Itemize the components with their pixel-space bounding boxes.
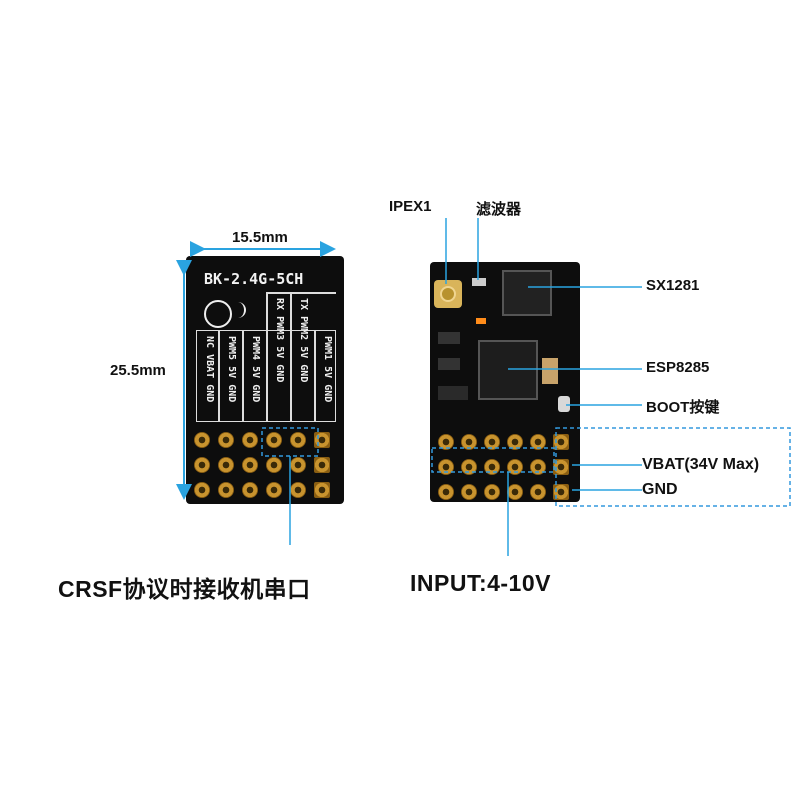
pin-label: TX <box>298 298 309 311</box>
solder-pad <box>484 434 500 450</box>
pin-label-col-1: NC VBAT GND <box>202 336 216 402</box>
solder-pad <box>438 434 454 450</box>
solder-pad <box>290 432 306 448</box>
grid-divider <box>266 292 336 294</box>
wireless-icon <box>232 302 246 318</box>
pin-label: GND <box>226 384 237 403</box>
led <box>476 318 486 324</box>
boot-label: BOOT按键 <box>646 399 720 416</box>
solder-pad <box>218 432 234 448</box>
ipex-label: IPEX1 <box>389 198 432 215</box>
solder-pad <box>530 434 546 450</box>
solder-pad <box>438 484 454 500</box>
input-pads-box <box>431 447 555 473</box>
vbat-label: VBAT(34V Max) <box>642 456 760 473</box>
pin-label: PWM3 <box>274 316 285 341</box>
solder-pad <box>507 434 523 450</box>
right-caption: INPUT:4-10V <box>410 570 551 596</box>
grid-divider <box>314 330 316 422</box>
pin-label: PWM2 <box>298 316 309 341</box>
solder-pad <box>218 482 234 498</box>
pin-label: NC <box>204 336 215 349</box>
component <box>438 332 460 344</box>
pin-label-col-3: PWM4 5V GND <box>248 336 262 402</box>
left-caption: CRSF协议时接收机串口 <box>58 576 311 602</box>
grid-divider <box>242 330 244 422</box>
pin-label-col-6: PWM1 5V GND <box>320 336 334 402</box>
pin-label: PWM5 <box>226 336 237 361</box>
height-dimension: 25.5mm <box>110 362 166 379</box>
pin-label: 5V <box>250 366 261 379</box>
pin-label-col-5: TX PWM2 5V GND <box>296 298 310 382</box>
solder-pad <box>266 482 282 498</box>
serial-pads-box <box>261 427 319 457</box>
grid-divider <box>218 330 220 422</box>
ipex-connector <box>434 280 462 308</box>
esp8285-label: ESP8285 <box>646 359 710 376</box>
pin-label: 5V <box>298 346 309 359</box>
pin-label: PWM4 <box>250 336 261 361</box>
pin-label: GND <box>204 384 215 403</box>
solder-pad <box>194 432 210 448</box>
sx1281-chip <box>502 270 552 316</box>
pin-label: GND <box>274 364 285 383</box>
esp8285-chip <box>478 340 538 400</box>
pin-label: 5V <box>226 366 237 379</box>
solder-pad <box>507 459 523 475</box>
solder-pad <box>461 434 477 450</box>
pin-label: GND <box>250 384 261 403</box>
solder-pad <box>290 482 306 498</box>
pin-label: 5V <box>322 366 333 379</box>
solder-pad <box>553 459 569 475</box>
solder-pad <box>484 459 500 475</box>
logo-icon <box>204 300 232 328</box>
solder-pad <box>530 459 546 475</box>
solder-pad <box>314 482 330 498</box>
filter-label: 滤波器 <box>476 201 522 218</box>
pin-label: GND <box>298 364 309 383</box>
grid-divider <box>290 292 292 422</box>
solder-pad <box>194 457 210 473</box>
solder-pad <box>242 432 258 448</box>
board-title: BK-2.4G-5CH <box>204 270 304 288</box>
right-pcb-board <box>430 262 580 502</box>
solder-pad <box>218 457 234 473</box>
pin-label: VBAT <box>204 354 215 379</box>
pin-label-col-2: PWM5 5V GND <box>224 336 238 402</box>
solder-pad <box>266 432 282 448</box>
solder-pad <box>507 484 523 500</box>
pin-label-col-4: RX PWM3 5V GND <box>272 298 286 382</box>
component <box>438 358 460 370</box>
solder-pad <box>266 457 282 473</box>
pin-label: PWM1 <box>322 336 333 361</box>
pin-label: GND <box>322 384 333 403</box>
pin-label: 5V <box>274 346 285 359</box>
solder-pad <box>194 482 210 498</box>
power-pads-box <box>555 427 791 507</box>
left-pcb-board: BK-2.4G-5CH NC VBAT GND PWM5 5V GND PWM4… <box>186 256 344 504</box>
grid-divider <box>266 292 268 422</box>
solder-pad <box>484 484 500 500</box>
solder-pad <box>461 459 477 475</box>
solder-pad <box>242 482 258 498</box>
sx1281-label: SX1281 <box>646 277 700 294</box>
component <box>542 358 558 384</box>
solder-pad <box>461 484 477 500</box>
solder-pad <box>290 457 306 473</box>
solder-pad <box>242 457 258 473</box>
component <box>438 386 468 400</box>
filter-component <box>472 278 486 286</box>
boot-button <box>558 396 570 412</box>
solder-pad <box>438 459 454 475</box>
solder-pad <box>553 434 569 450</box>
solder-pad <box>553 484 569 500</box>
gnd-label: GND <box>642 481 678 498</box>
pin-label: RX <box>274 298 285 311</box>
solder-pad <box>314 457 330 473</box>
solder-pad <box>530 484 546 500</box>
